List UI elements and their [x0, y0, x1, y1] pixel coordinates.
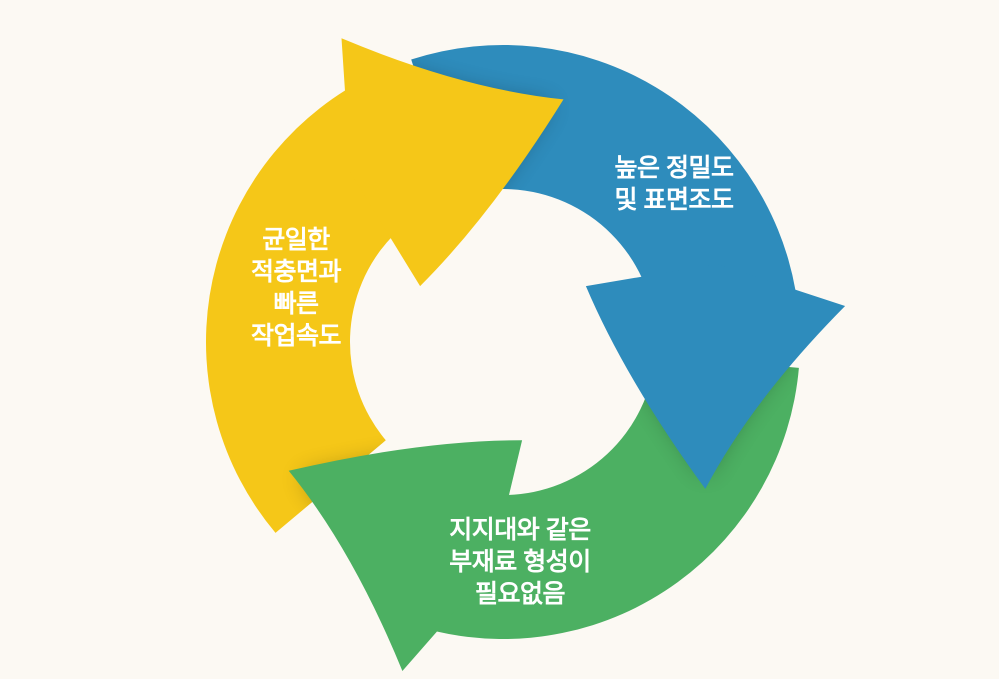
label-line: 필요없음: [474, 580, 566, 608]
label-line: 높은 정밀도: [614, 154, 734, 182]
arrow-head-no-support-material: [288, 440, 523, 671]
label-no-support-material: 지지대와 같은 부재료 형성이 필요없음: [420, 514, 620, 610]
label-line: 작업속도: [250, 322, 342, 350]
label-line: 지지대와 같은: [449, 516, 591, 544]
label-high-precision: 높은 정밀도 및 표면조도: [574, 152, 774, 216]
arrow-head-high-precision: [585, 264, 846, 489]
label-line: 적충면과: [250, 258, 342, 286]
arrow-body-uniform-layers-fast-speed: [205, 90, 393, 533]
arrow-head-uniform-layers-fast-speed: [341, 38, 564, 287]
label-line: 및 표면조도: [614, 186, 734, 214]
label-line: 빠른: [273, 290, 319, 318]
label-line: 균일한: [262, 226, 330, 254]
label-uniform-layers-fast-speed: 균일한 적충면과 빠른 작업속도: [196, 224, 396, 352]
label-line: 부재료 형성이: [449, 548, 591, 576]
